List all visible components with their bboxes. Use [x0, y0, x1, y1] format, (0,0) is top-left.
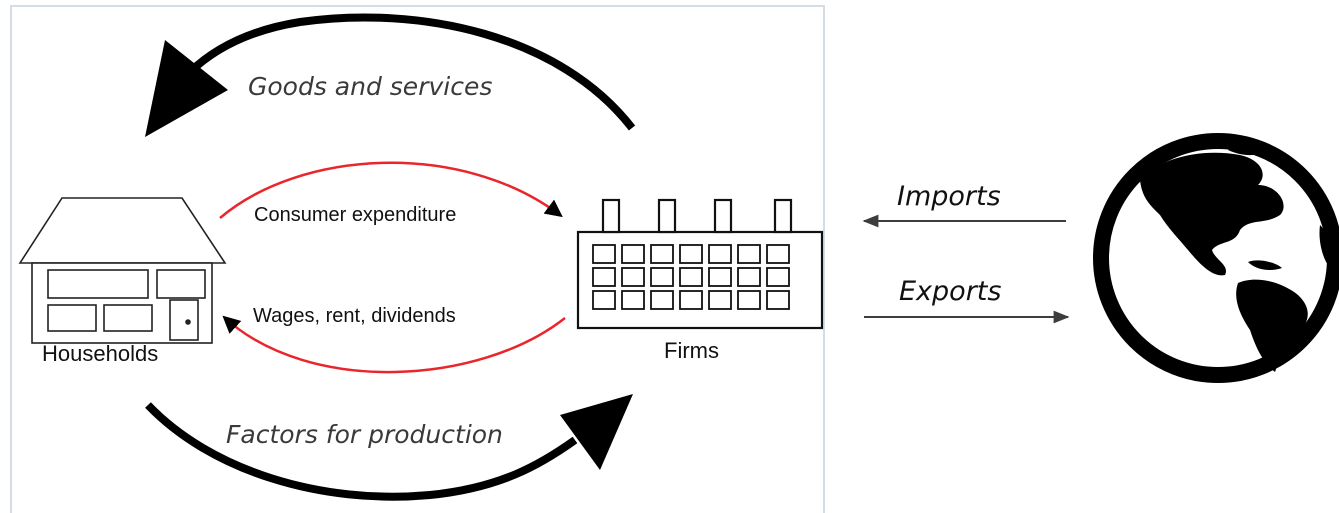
- factory-window: [737, 244, 761, 264]
- factory-window: [766, 290, 790, 310]
- exports-label: Exports: [899, 276, 1001, 307]
- factory-window: [592, 244, 616, 264]
- house-icon: [18, 197, 227, 344]
- factory-window: [621, 267, 645, 287]
- households-label: Households: [42, 341, 158, 366]
- factory-window: [766, 267, 790, 287]
- wages-rent-dividends-label: Wages, rent, dividends: [253, 305, 456, 327]
- imports-label: Imports: [897, 181, 1001, 212]
- factory-window: [737, 290, 761, 310]
- factory-icon: [576, 198, 824, 330]
- factory-window: [708, 290, 732, 310]
- factory-window: [592, 290, 616, 310]
- factory-window: [679, 244, 703, 264]
- factory-window: [650, 290, 674, 310]
- goods-and-services-arrow: [145, 13, 636, 137]
- factors-for-production-arrow: [145, 394, 633, 501]
- factory-window: [679, 267, 703, 287]
- factory-window: [679, 290, 703, 310]
- factory-window: [592, 267, 616, 287]
- factory-window: [737, 267, 761, 287]
- factory-window: [621, 290, 645, 310]
- consumer-expenditure-arrow: [219, 161, 563, 219]
- wages-rent-dividends-arrow: [222, 315, 566, 374]
- factory-window: [650, 244, 674, 264]
- goods-and-services-label: Goods and services: [248, 72, 492, 101]
- factors-for-production-label: Factors for production: [226, 420, 503, 449]
- factory-window: [708, 267, 732, 287]
- globe-icon: [1093, 133, 1339, 383]
- factory-window: [650, 267, 674, 287]
- factory-window: [766, 244, 790, 264]
- firms-label: Firms: [664, 338, 719, 363]
- factory-window: [621, 244, 645, 264]
- consumer-expenditure-label: Consumer expenditure: [254, 204, 456, 226]
- factory-window: [708, 244, 732, 264]
